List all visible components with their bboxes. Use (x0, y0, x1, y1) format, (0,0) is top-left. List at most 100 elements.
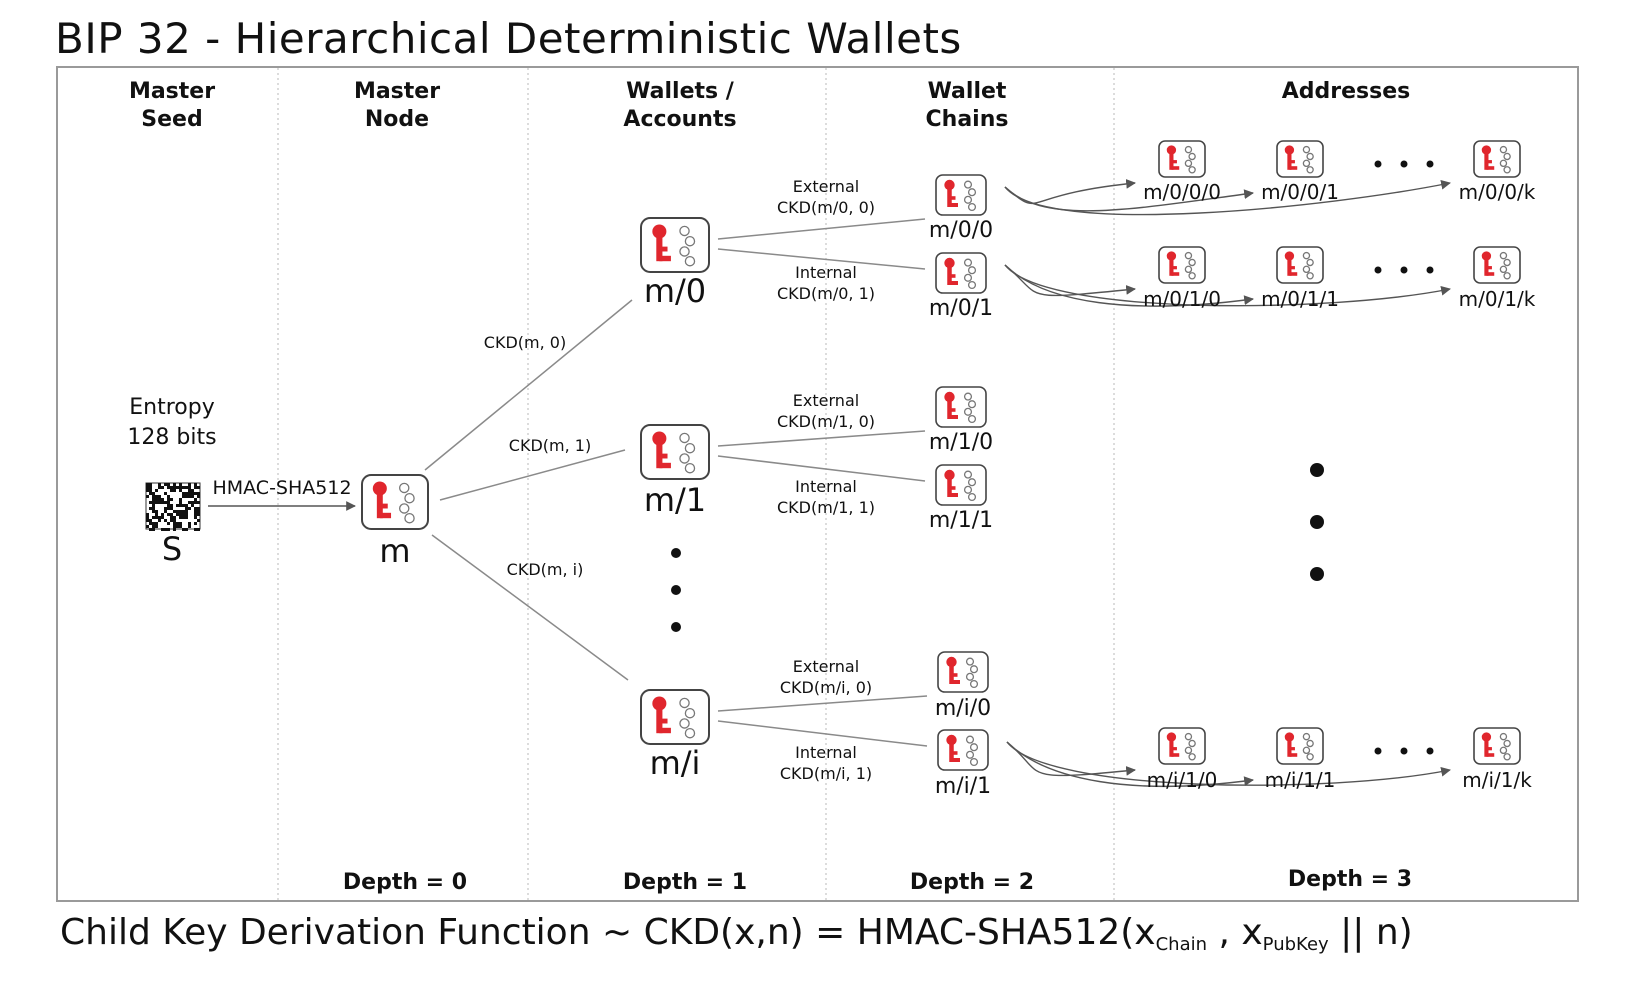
edge-chain-4 (717, 695, 928, 712)
address-name-1-1: m/0/1/1 (1261, 287, 1339, 311)
address-ellipsis-dot-1 (1310, 515, 1324, 529)
row-ellipsis-dot-1-1 (1400, 266, 1408, 274)
chain-edge-label-1: Internal CKD(m/0, 1) (777, 263, 875, 303)
account-name-1: m/1 (643, 481, 707, 519)
edge-m-m0 (424, 299, 633, 471)
account-key-icon-1 (640, 424, 710, 480)
chain-key-icon-4 (937, 651, 989, 693)
address-ellipsis-dot-2 (1310, 567, 1324, 581)
row-ellipsis-dot-2-2 (1426, 747, 1434, 755)
address-key-icon-0-2 (1473, 140, 1521, 178)
address-key-icon-2-2 (1473, 727, 1521, 765)
column-dividers (277, 68, 1115, 900)
address-name-1-2: m/0/1/k (1458, 287, 1536, 311)
address-key-icon-0-0 (1158, 140, 1206, 178)
chain-edge-label-0: External CKD(m/0, 0) (777, 177, 875, 217)
key-icons (361, 140, 1521, 771)
account-name-0: m/0 (643, 272, 707, 310)
address-ellipsis-dot-0 (1310, 463, 1324, 477)
chain-key-icon-5 (937, 729, 989, 771)
chain-key-icon-1 (935, 252, 987, 294)
chain-name-1: m/0/1 (928, 296, 994, 321)
address-name-1-0: m/0/1/0 (1143, 287, 1221, 311)
edge-address-0-2 (1004, 179, 1451, 216)
chain-key-icon-0 (935, 174, 987, 216)
column-header-1: Master Node (353, 79, 441, 132)
depth-label-1: Depth = 1 (622, 870, 748, 895)
address-key-icon-2-0 (1158, 727, 1206, 765)
formula-sub-chain: Chain (1155, 934, 1208, 955)
column-header-4: Addresses (1281, 79, 1411, 104)
master-node-name: m (379, 532, 411, 570)
address-key-icon-1-1 (1276, 246, 1324, 284)
chain-edge-label-2: External CKD(m/1, 0) (777, 391, 875, 431)
edge-chain-1 (717, 248, 926, 270)
chain-name-3: m/1/1 (928, 508, 994, 533)
chain-name-4: m/i/0 (934, 696, 992, 721)
edge-m-mi (431, 534, 629, 681)
formula-comma: , x (1207, 912, 1263, 953)
formula-suffix: || n) (1328, 912, 1413, 953)
row-ellipsis-dot-2-0 (1374, 747, 1382, 755)
address-key-icon-1-2 (1473, 246, 1521, 284)
edge-chain-5 (717, 720, 928, 747)
address-name-2-2: m/i/1/k (1462, 768, 1532, 792)
hmac-label: HMAC-SHA512 (212, 477, 352, 499)
account-ellipsis-dot-0 (671, 548, 681, 558)
account-edge-label-1: CKD(m, 1) (508, 436, 592, 455)
address-name-2-0: m/i/1/0 (1146, 768, 1218, 792)
edge-address-1-2 (1004, 264, 1451, 307)
chain-name-5: m/i/1 (934, 774, 992, 799)
account-ellipsis-dot-2 (671, 622, 681, 632)
chain-key-icon-3 (935, 464, 987, 506)
row-ellipsis-dot-1-2 (1426, 266, 1434, 274)
edge-chain-2 (717, 430, 926, 447)
depth-label-0: Depth = 0 (342, 870, 468, 895)
depth-label-2: Depth = 2 (909, 870, 1035, 895)
row-ellipsis-dot-0-1 (1400, 160, 1408, 168)
chain-key-icon-2 (935, 386, 987, 428)
seed-name: S (161, 530, 183, 568)
column-header-0: Master Seed (128, 79, 216, 132)
address-key-icon-1-0 (1158, 246, 1206, 284)
chain-name-0: m/0/0 (928, 218, 994, 243)
address-key-icon-0-1 (1276, 140, 1324, 178)
edge-chain-3 (717, 455, 926, 482)
seed-graphic (145, 482, 201, 531)
column-header-2: Wallets / Accounts (623, 79, 737, 132)
address-name-2-1: m/i/1/1 (1264, 768, 1336, 792)
edges (208, 179, 1451, 787)
formula-prefix: Child Key Derivation Function ~ CKD(x,n)… (60, 912, 1156, 953)
chain-edge-label-3: Internal CKD(m/1, 1) (777, 477, 875, 517)
chain-edge-label-5: Internal CKD(m/i, 1) (779, 743, 873, 783)
master-key-icon (361, 474, 429, 530)
column-header-3: Wallet Chains (925, 79, 1009, 132)
account-edge-label-0: CKD(m, 0) (483, 333, 567, 352)
edge-address-2-2 (1006, 741, 1451, 786)
diagram-frame (56, 66, 1579, 902)
edge-chain-0 (717, 218, 926, 240)
ellipsis-dots (671, 160, 1434, 755)
account-key-icon-0 (640, 217, 710, 273)
row-ellipsis-dot-0-0 (1374, 160, 1382, 168)
account-key-icon-2 (640, 689, 710, 745)
formula-sub-pubkey: PubKey (1262, 934, 1329, 955)
chain-edge-label-4: External CKD(m/i, 0) (779, 657, 873, 697)
edge-address-2-0 (1006, 741, 1136, 777)
row-ellipsis-dot-0-2 (1426, 160, 1434, 168)
address-name-0-0: m/0/0/0 (1143, 180, 1221, 204)
account-edge-label-2: CKD(m, i) (506, 560, 584, 579)
ckd-formula: Child Key Derivation Function ~ CKD(x,n)… (60, 912, 1413, 955)
chain-name-2: m/1/0 (928, 430, 994, 455)
diagram-title: BIP 32 - Hierarchical Deterministic Wall… (55, 14, 962, 63)
account-ellipsis-dot-1 (671, 585, 681, 595)
account-name-2: m/i (649, 744, 701, 782)
row-ellipsis-dot-1-0 (1374, 266, 1382, 274)
address-name-0-2: m/0/0/k (1458, 180, 1536, 204)
depth-label-3: Depth = 3 (1287, 867, 1413, 892)
entropy-label: Entropy 128 bits (127, 395, 217, 450)
address-key-icon-2-1 (1276, 727, 1324, 765)
row-ellipsis-dot-2-1 (1400, 747, 1408, 755)
edge-m-m1 (439, 449, 626, 501)
